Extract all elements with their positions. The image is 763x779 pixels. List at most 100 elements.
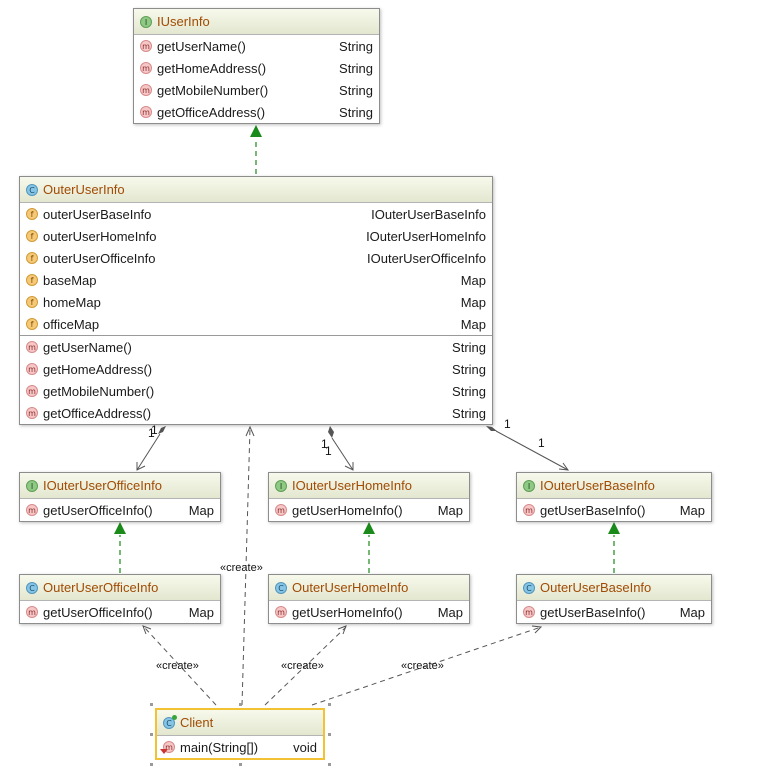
field-icon: f: [26, 318, 38, 330]
method-icon: m: [26, 363, 38, 375]
create-label: «create»: [156, 660, 199, 672]
field-icon: f: [26, 252, 38, 264]
create-edge-outeruserinfo: [241, 425, 255, 706]
field-icon: f: [26, 274, 38, 286]
method-type: Map: [679, 604, 705, 620]
field-row[interactable]: f outerUserBaseInfo IOuterUserBaseInfo: [20, 203, 492, 225]
runnable-class-icon: C: [163, 714, 177, 729]
node-outeruserbaseinfo[interactable]: C OuterUserBaseInfo m getUserBaseInfo() …: [516, 574, 712, 624]
method-name: getUserHomeInfo(): [292, 604, 403, 620]
node-title: OuterUserBaseInfo: [540, 580, 652, 595]
selection-handle[interactable]: [239, 763, 242, 766]
node-outeruserinfo[interactable]: C OuterUserInfo f outerUserBaseInfo IOut…: [19, 176, 493, 425]
method-icon: m: [26, 407, 38, 419]
node-header: I IOuterUserBaseInfo: [517, 473, 711, 499]
node-iouteruserbaseinfo[interactable]: I IOuterUserBaseInfo m getUserBaseInfo()…: [516, 472, 712, 522]
method-name: getMobileNumber(): [43, 383, 155, 399]
method-row[interactable]: m getUserHomeInfo() Map: [269, 601, 469, 623]
implements-edge-homeinfo: [363, 522, 375, 573]
method-icon: m: [26, 504, 38, 516]
class-icon: C: [26, 581, 38, 594]
method-icon: m: [523, 504, 535, 516]
method-type: Map: [437, 502, 463, 518]
method-type: String: [452, 339, 486, 355]
node-outeruserofficeinfo[interactable]: C OuterUserOfficeInfo m getUserOfficeInf…: [19, 574, 221, 624]
node-iouteruserhomeinfo[interactable]: I IOuterUserHomeInfo m getUserHomeInfo()…: [268, 472, 470, 522]
method-name: getUserHomeInfo(): [292, 502, 403, 518]
node-header: I IUserInfo: [134, 9, 379, 35]
method-name: getMobileNumber(): [157, 82, 269, 98]
method-row[interactable]: m getHomeAddress() String: [134, 57, 379, 79]
method-row[interactable]: m getUserName() String: [20, 336, 492, 358]
node-iouteruserofficeinfo[interactable]: I IOuterUserOfficeInfo m getUserOfficeIn…: [19, 472, 221, 522]
field-type: Map: [460, 316, 486, 332]
field-type: IOuterUserHomeInfo: [366, 228, 486, 244]
method-icon: m: [26, 341, 38, 353]
method-type: Map: [188, 502, 214, 518]
composition-edge-baseinfo: [486, 426, 570, 471]
method-type: String: [452, 383, 486, 399]
node-title: Client: [180, 715, 214, 730]
selection-handle[interactable]: [150, 703, 153, 706]
multiplicity-label: 1: [321, 437, 328, 451]
multiplicity-label: 1: [148, 426, 155, 440]
method-icon: m: [275, 504, 287, 516]
method-row[interactable]: m getHomeAddress() String: [20, 358, 492, 380]
field-type: IOuterUserOfficeInfo: [367, 250, 486, 266]
method-row[interactable]: m getUserBaseInfo() Map: [517, 499, 711, 521]
multiplicity-label: 1: [325, 444, 332, 458]
node-client[interactable]: C Client m main(String[]) void: [155, 708, 325, 760]
method-icon: m: [523, 606, 535, 618]
method-row[interactable]: m getUserBaseInfo() Map: [517, 601, 711, 623]
field-type: IOuterUserBaseInfo: [371, 206, 486, 222]
method-row[interactable]: m getUserOfficeInfo() Map: [20, 499, 220, 521]
method-type: Map: [188, 604, 214, 620]
node-outeruserhomeinfo[interactable]: C OuterUserHomeInfo m getUserHomeInfo() …: [268, 574, 470, 624]
method-row[interactable]: m getUserHomeInfo() Map: [269, 499, 469, 521]
method-row[interactable]: m getMobileNumber() String: [20, 380, 492, 402]
composition-edge-homeinfo: [328, 426, 354, 471]
selection-handle[interactable]: [328, 763, 331, 766]
method-icon: m: [26, 385, 38, 397]
class-icon: C: [523, 581, 535, 594]
selection-handle[interactable]: [328, 733, 331, 736]
method-name: getUserOfficeInfo(): [43, 502, 153, 518]
node-header: C Client: [157, 710, 323, 736]
create-label: «create»: [281, 660, 324, 672]
implements-edge-baseinfo: [608, 522, 620, 573]
method-icon: m: [140, 106, 152, 118]
method-row[interactable]: m getOfficeAddress() String: [134, 101, 379, 123]
method-name: getUserName(): [157, 38, 246, 54]
interface-icon: I: [140, 15, 152, 28]
field-row[interactable]: f outerUserHomeInfo IOuterUserHomeInfo: [20, 225, 492, 247]
node-header: I IOuterUserHomeInfo: [269, 473, 469, 499]
method-name: getUserName(): [43, 339, 132, 355]
method-name: getUserBaseInfo(): [540, 502, 646, 518]
selection-handle[interactable]: [328, 703, 331, 706]
field-type: Map: [460, 272, 486, 288]
method-row[interactable]: m main(String[]) void: [157, 736, 323, 758]
field-row[interactable]: f homeMap Map: [20, 291, 492, 313]
method-name: main(String[]): [180, 739, 259, 755]
class-icon: C: [26, 183, 38, 196]
multiplicity-label: 1: [504, 417, 511, 431]
method-row[interactable]: m getOfficeAddress() String: [20, 402, 492, 424]
field-row[interactable]: f officeMap Map: [20, 313, 492, 335]
selection-handle[interactable]: [239, 703, 242, 706]
method-icon: m: [140, 62, 152, 74]
create-label: «create»: [401, 660, 444, 672]
field-row[interactable]: f baseMap Map: [20, 269, 492, 291]
selection-handle[interactable]: [150, 763, 153, 766]
method-row[interactable]: m getUserOfficeInfo() Map: [20, 601, 220, 623]
selection-handle[interactable]: [150, 733, 153, 736]
interface-icon: I: [523, 479, 535, 492]
method-row[interactable]: m getUserName() String: [134, 35, 379, 57]
method-row[interactable]: m getMobileNumber() String: [134, 79, 379, 101]
node-title: OuterUserHomeInfo: [292, 580, 409, 595]
field-type: Map: [460, 294, 486, 310]
create-edge-officeinfo: [142, 625, 217, 706]
node-title: IOuterUserOfficeInfo: [43, 478, 162, 493]
node-iuserinfo[interactable]: I IUserInfo m getUserName() String m get…: [133, 8, 380, 124]
field-name: homeMap: [43, 294, 101, 310]
field-row[interactable]: f outerUserOfficeInfo IOuterUserOfficeIn…: [20, 247, 492, 269]
